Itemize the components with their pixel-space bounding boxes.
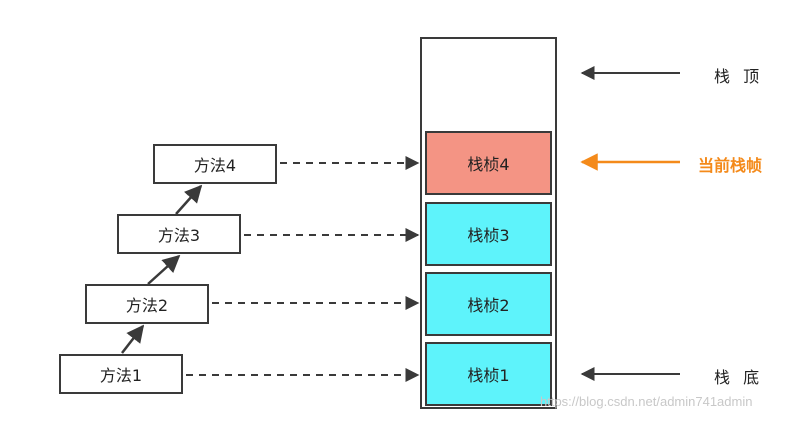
current-frame-label: 当前栈帧	[698, 156, 763, 175]
method-box-1: 方法1	[59, 354, 183, 394]
watermark-text: https://blog.csdn.net/admin741admin	[540, 394, 753, 409]
stack-frame-1: 栈桢1	[425, 342, 552, 406]
call-arrow-2-to-3	[147, 254, 181, 285]
call-arrow-3-to-4	[175, 184, 203, 215]
stack-bottom-label: 栈 底	[714, 368, 764, 387]
stack-frame-3: 栈桢3	[425, 202, 552, 266]
method-box-2: 方法2	[85, 284, 209, 324]
method-box-4: 方法4	[153, 144, 277, 184]
stack-frame-4: 栈桢4	[425, 131, 552, 195]
stack-frame-2: 栈桢2	[425, 272, 552, 336]
method-box-3: 方法3	[117, 214, 241, 254]
call-arrow-1-to-2	[121, 324, 145, 354]
stack-top-label: 栈 顶	[714, 67, 764, 86]
